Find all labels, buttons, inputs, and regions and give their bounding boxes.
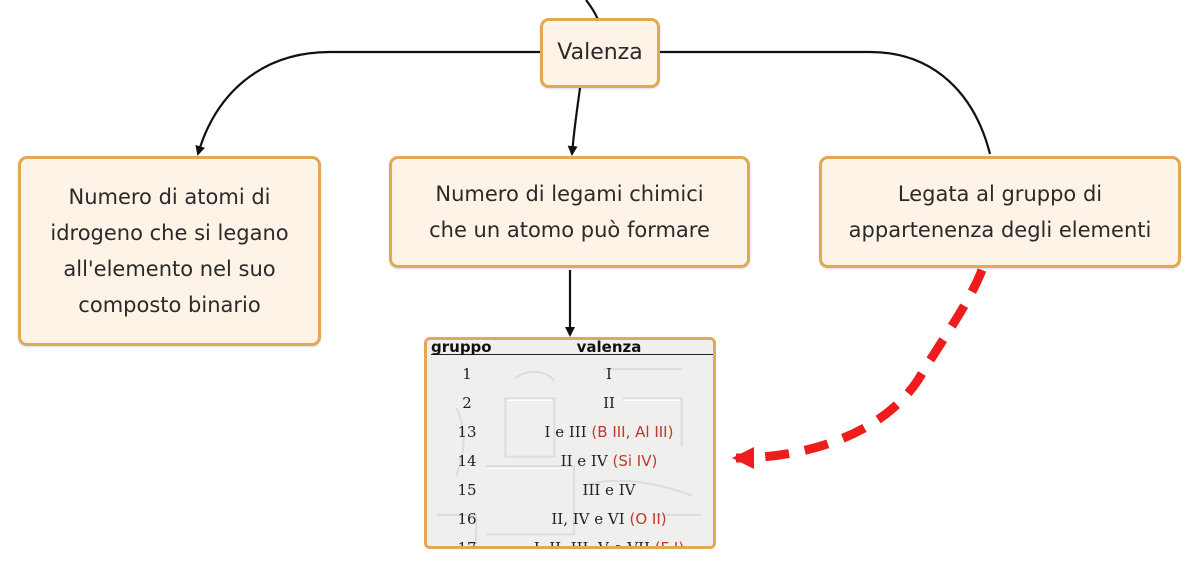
valenza-value: II, IV e VI — [551, 509, 625, 528]
node-chemical-bonds: Numero di legami chimici che un atomo pu… — [389, 156, 750, 268]
node-valenza: Valenza — [540, 18, 660, 88]
dashed-arrow-right-to-table — [732, 268, 987, 469]
cell-valenza: I e III (B III, Al III) — [503, 417, 713, 446]
cell-valenza: III e IV — [503, 475, 713, 504]
table-row: 16 II, IV e VI (O II) — [431, 504, 713, 533]
node-hydrogen-atoms: Numero di atomi di idrogeno che si legan… — [18, 156, 321, 346]
header-valenza: valenza — [503, 340, 713, 355]
connector-root-to-mid — [567, 87, 582, 156]
valenza-value: I — [606, 364, 612, 383]
node-line: Legata al gruppo di — [897, 182, 1103, 206]
cell-gruppo: 13 — [457, 422, 477, 441]
valenza-value: III e IV — [582, 480, 636, 499]
node-line: Numero di atomi di — [68, 185, 271, 209]
valence-table-image: gruppo valenza 1 I 2 II 13 I e III (B II… — [424, 337, 716, 549]
valenza-note: (Si IV) — [612, 451, 658, 470]
cell-valenza: II, IV e VI (O II) — [503, 504, 713, 533]
table-header-row: gruppo valenza — [431, 340, 713, 355]
node-line: composto binario — [78, 293, 261, 317]
node-line: che un atomo può formare — [429, 218, 710, 242]
valenza-value: I e III — [544, 422, 587, 441]
node-line: idrogeno che si legano — [50, 221, 289, 245]
embossed-background — [427, 340, 713, 546]
connector-root-to-right — [660, 50, 992, 155]
table-row: 14 II e IV (Si IV) — [431, 446, 713, 475]
table-row: 13 I e III (B III, Al III) — [431, 417, 713, 446]
node-valenza-label: Valenza — [557, 40, 643, 65]
cell-valenza: I, II, III, V e VII (F I) — [503, 533, 713, 549]
cell-valenza: II e IV (Si IV) — [503, 446, 713, 475]
cell-gruppo: 15 — [457, 480, 477, 499]
valenza-value: II e IV — [560, 451, 608, 470]
valenza-note: (F I) — [654, 538, 685, 549]
valence-table: gruppo valenza 1 I 2 II 13 I e III (B II… — [431, 340, 713, 549]
cell-gruppo: 14 — [457, 451, 477, 470]
valenza-note: (O II) — [629, 509, 667, 528]
cell-gruppo: 2 — [462, 393, 472, 412]
table-row: 1 I — [431, 355, 713, 389]
cell-gruppo: 17 — [457, 538, 477, 549]
connector-incoming — [585, 0, 600, 21]
valenza-note: (B III, Al III) — [591, 422, 674, 441]
node-line: Numero di legami chimici — [435, 182, 704, 206]
table-row: 15 III e IV — [431, 475, 713, 504]
valenza-value: II — [603, 393, 615, 412]
node-element-group: Legata al gruppo di appartenenza degli e… — [819, 156, 1181, 268]
valenza-value: I, II, III, V e VII — [533, 538, 650, 549]
connector-root-to-left — [195, 50, 540, 156]
cell-gruppo: 16 — [457, 509, 477, 528]
node-line: all'elemento nel suo — [63, 257, 276, 281]
header-gruppo: gruppo — [431, 340, 503, 355]
node-line: appartenenza degli elementi — [848, 218, 1152, 242]
cell-valenza: I — [503, 355, 713, 389]
table-row: 2 II — [431, 388, 713, 417]
cell-valenza: II — [503, 388, 713, 417]
table-row: 17 I, II, III, V e VII (F I) — [431, 533, 713, 549]
cell-gruppo: 1 — [462, 364, 472, 383]
